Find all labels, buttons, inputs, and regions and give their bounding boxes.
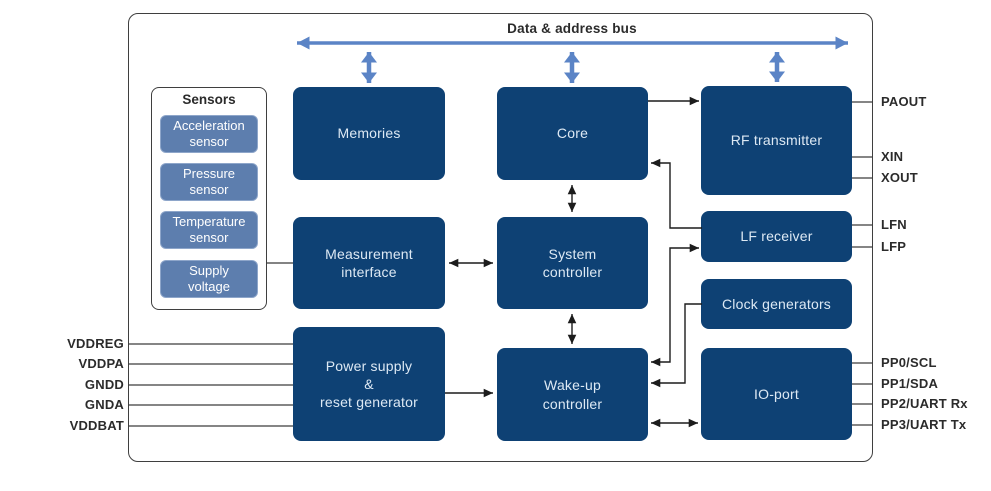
block-rf-transmitter: RF transmitter [701,86,852,195]
block-acceleration-sensor: Acceleration sensor [160,115,258,153]
chip-boundary [128,13,873,462]
pin-label-paout: PAOUT [881,94,927,109]
block-memories: Memories [293,87,445,180]
block-io-port: IO-port [701,348,852,440]
block-temperature-sensor: Temperature sensor [160,211,258,249]
pin-label-vddbat: VDDBAT [69,418,124,433]
pin-label-vddreg: VDDREG [67,336,124,351]
pin-label-gnda: GNDA [84,397,124,412]
block-lf-receiver: LF receiver [701,211,852,262]
sensors-group-title: Sensors [182,92,236,107]
block-core: Core [497,87,648,180]
pin-label-vddpa: VDDPA [78,356,124,371]
block-measurement-interface: Measurement interface [293,217,445,309]
block-clock-generators: Clock generators [701,279,852,329]
pin-label-gndd: GNDD [84,377,124,392]
pin-label-pp2-uart-rx: PP2/UART Rx [881,396,968,411]
pin-label-xout: XOUT [881,170,918,185]
block-wakeup-controller: Wake-up controller [497,348,648,441]
pin-label-lfp: LFP [881,239,907,254]
pin-label-pp0-scl: PP0/SCL [881,355,937,370]
block-system-controller: System controller [497,217,648,309]
data-address-bus-label: Data & address bus [507,21,637,36]
block-supply-voltage: Supply voltage [160,260,258,298]
block-power-supply-reset-generator: Power supply & reset generator [293,327,445,441]
block-pressure-sensor: Pressure sensor [160,163,258,201]
pin-label-lfn: LFN [881,217,907,232]
pin-label-pp1-sda: PP1/SDA [881,376,939,391]
pin-label-pp3-uart-tx: PP3/UART Tx [881,417,967,432]
pin-label-xin: XIN [881,149,904,164]
